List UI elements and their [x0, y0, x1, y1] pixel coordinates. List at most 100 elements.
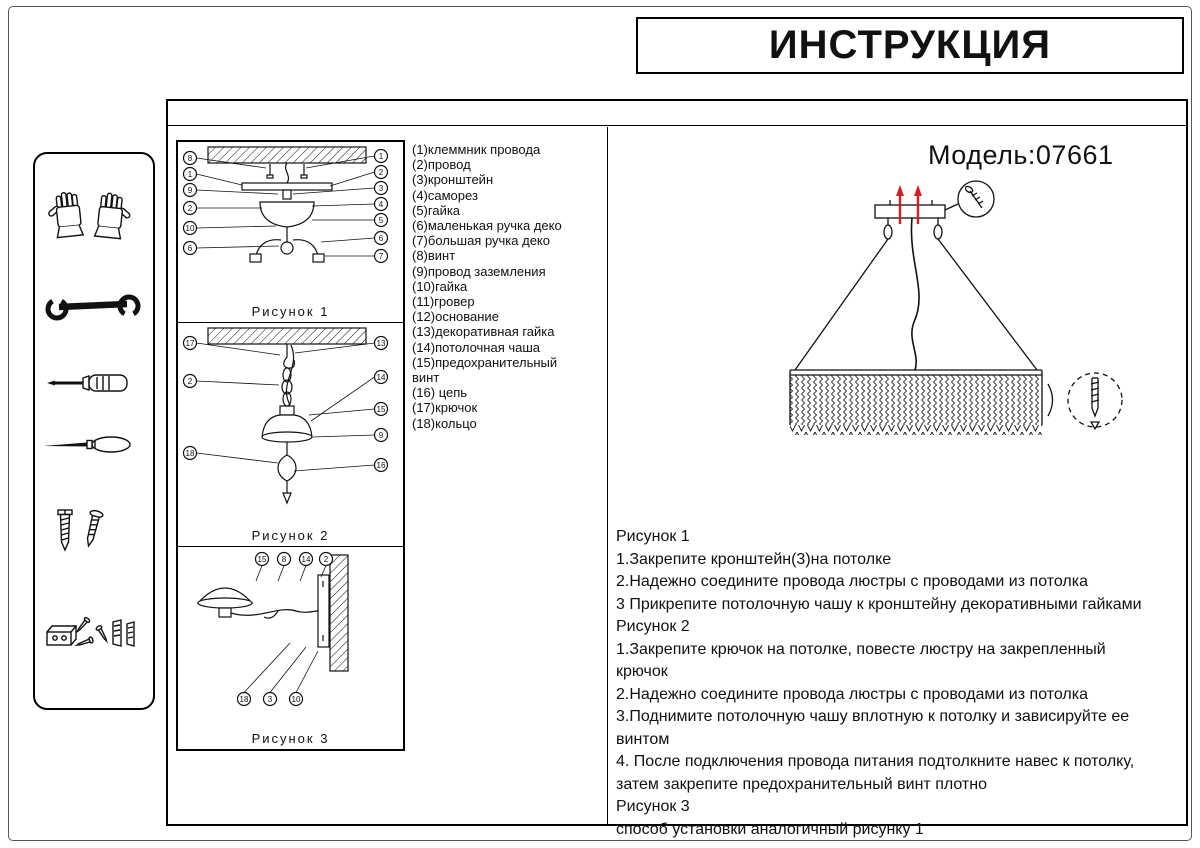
figure-3-label: Рисунок 3	[251, 731, 330, 746]
callout-leaders	[196, 155, 375, 257]
callout-leaders	[243, 565, 327, 693]
instruction-line: Рисунок 2	[616, 618, 690, 635]
svg-text:1: 1	[188, 170, 193, 179]
part-item: (6)маленькая ручка деко	[412, 218, 562, 234]
part-item: (12)основание	[412, 309, 499, 325]
screwdriver-icon	[47, 374, 128, 392]
instruction-line: 4. После подключения провода питания под…	[616, 753, 1135, 793]
svg-text:10: 10	[186, 224, 195, 233]
part-item: (13)декоративная гайка	[412, 324, 555, 340]
wrench-icon	[45, 294, 141, 321]
ceiling-bracket	[874, 204, 946, 219]
figure-1-drawing: 8 1 9 2 10 6 1 2 3 4 5 6 7	[182, 146, 389, 264]
callout-numbers: 8 1 9 2 10 6 1 2 3 4 5 6 7	[186, 152, 384, 261]
instruction-line: 3 Прикрепите потолочную чашу к кронштейн…	[616, 595, 1142, 613]
fasteners-icon	[46, 616, 135, 647]
tools-drawing	[43, 191, 141, 647]
svg-text:13: 13	[377, 339, 386, 348]
callouts	[182, 148, 389, 264]
svg-text:1: 1	[379, 152, 384, 161]
page-border	[8, 6, 1192, 841]
instruction-line: 1.Закрепите кронштейн(3)на потолке	[616, 550, 892, 568]
svg-text:2: 2	[188, 204, 193, 213]
part-item: (10)гайка	[412, 278, 468, 294]
svg-text:8: 8	[282, 555, 287, 564]
instruction-line: 3.Поднимите потолочную чашу вплотную к п…	[616, 708, 1130, 748]
pin-detail	[1089, 377, 1101, 431]
figure-3: 15 8 14 2 18 3 10 Рисунок 3	[178, 547, 403, 749]
screw-detail	[964, 185, 984, 209]
svg-text:17: 17	[186, 339, 195, 348]
figure-3-drawing: 15 8 14 2 18 3 10	[196, 551, 349, 707]
svg-text:6: 6	[379, 234, 384, 243]
chandelier-drawing	[770, 172, 1160, 477]
part-item: (3)кронштейн	[412, 172, 494, 188]
assembly-instructions: Рисунок 1 1.Закрепите кронштейн(3)на пото…	[616, 526, 1146, 841]
svg-text:9: 9	[379, 431, 384, 440]
svg-text:6: 6	[188, 244, 193, 253]
svg-text:3: 3	[379, 184, 384, 193]
svg-text:9: 9	[188, 186, 193, 195]
screws-icon	[57, 509, 104, 552]
svg-text:5: 5	[379, 216, 384, 225]
instruction-line: способ установки аналогичный рисунку 1	[616, 820, 924, 838]
callouts	[236, 551, 334, 707]
svg-text:2: 2	[188, 377, 193, 386]
suspension-wire-right	[937, 238, 1038, 371]
crystal-band	[789, 369, 1043, 435]
part-item: (1)клеммник провода	[412, 142, 541, 157]
awl-icon	[43, 436, 131, 453]
ceiling-hatch	[207, 327, 367, 345]
figure-2: 17 2 18 13 14 15 9 16 Рисунок 2	[178, 323, 403, 547]
callouts	[182, 335, 389, 473]
part-item: (15)предохранительный винт	[412, 354, 558, 386]
svg-text:15: 15	[377, 405, 386, 414]
callout-numbers: 15 8 14 2 18 3 10	[240, 555, 329, 704]
wall-hatch	[329, 554, 349, 672]
part-item: (18)кольцо	[412, 415, 477, 431]
part-item: (14)потолочная чаша	[412, 339, 541, 355]
red-arrows-icon	[896, 185, 922, 224]
figure-2-label: Рисунок 2	[251, 528, 330, 543]
part-item: (16) цепь	[412, 385, 468, 401]
header-rule	[166, 125, 1188, 126]
part-item: (4)саморез	[412, 187, 478, 203]
power-cord	[910, 217, 920, 371]
callout-leaders	[196, 342, 375, 472]
figure-1-label: Рисунок 1	[251, 304, 330, 319]
figures-panel: 8 1 9 2 10 6 1 2 3 4 5 6 7 Рисунок 1	[176, 140, 405, 751]
instruction-line: 2.Надежно соедините провода люстры с про…	[616, 685, 1089, 703]
column-divider	[607, 127, 608, 825]
svg-text:14: 14	[302, 555, 311, 564]
svg-text:8: 8	[188, 154, 193, 163]
instruction-line: Рисунок 3	[616, 798, 690, 815]
svg-text:7: 7	[379, 252, 384, 261]
part-item: (17)крючок	[412, 400, 478, 416]
part-item: (7)большая ручка деко	[412, 233, 550, 249]
part-item: (11)гровер	[412, 294, 475, 310]
figure-2-drawing: 17 2 18 13 14 15 9 16	[182, 327, 389, 505]
gloves-icon	[48, 191, 131, 240]
part-item: (9)провод заземления	[412, 263, 546, 279]
part-item: (8)винт	[412, 248, 456, 264]
pin-detail-circle	[1067, 372, 1123, 428]
svg-text:18: 18	[240, 695, 249, 704]
svg-text:14: 14	[377, 373, 386, 382]
instruction-line: 2.Надежно соедините провода люстры с про…	[616, 573, 1089, 590]
svg-text:4: 4	[379, 200, 384, 209]
suspension-wire-left	[794, 238, 889, 371]
svg-text:3: 3	[268, 695, 273, 704]
tools-panel	[33, 152, 155, 710]
model-number: Модель:07661	[928, 140, 1114, 170]
figure-1: 8 1 9 2 10 6 1 2 3 4 5 6 7 Рисунок 1	[178, 142, 403, 323]
svg-text:18: 18	[186, 449, 195, 458]
svg-text:16: 16	[377, 461, 386, 470]
instruction-line: Рисунок 1	[616, 528, 690, 545]
title-box: ИНСТРУКЦИЯ	[636, 17, 1184, 74]
part-item: (2)провод	[412, 157, 471, 173]
svg-text:10: 10	[292, 695, 301, 704]
content-frame	[166, 99, 1188, 826]
page-title: ИНСТРУКЦИЯ	[768, 23, 1052, 67]
svg-text:2: 2	[324, 555, 329, 564]
